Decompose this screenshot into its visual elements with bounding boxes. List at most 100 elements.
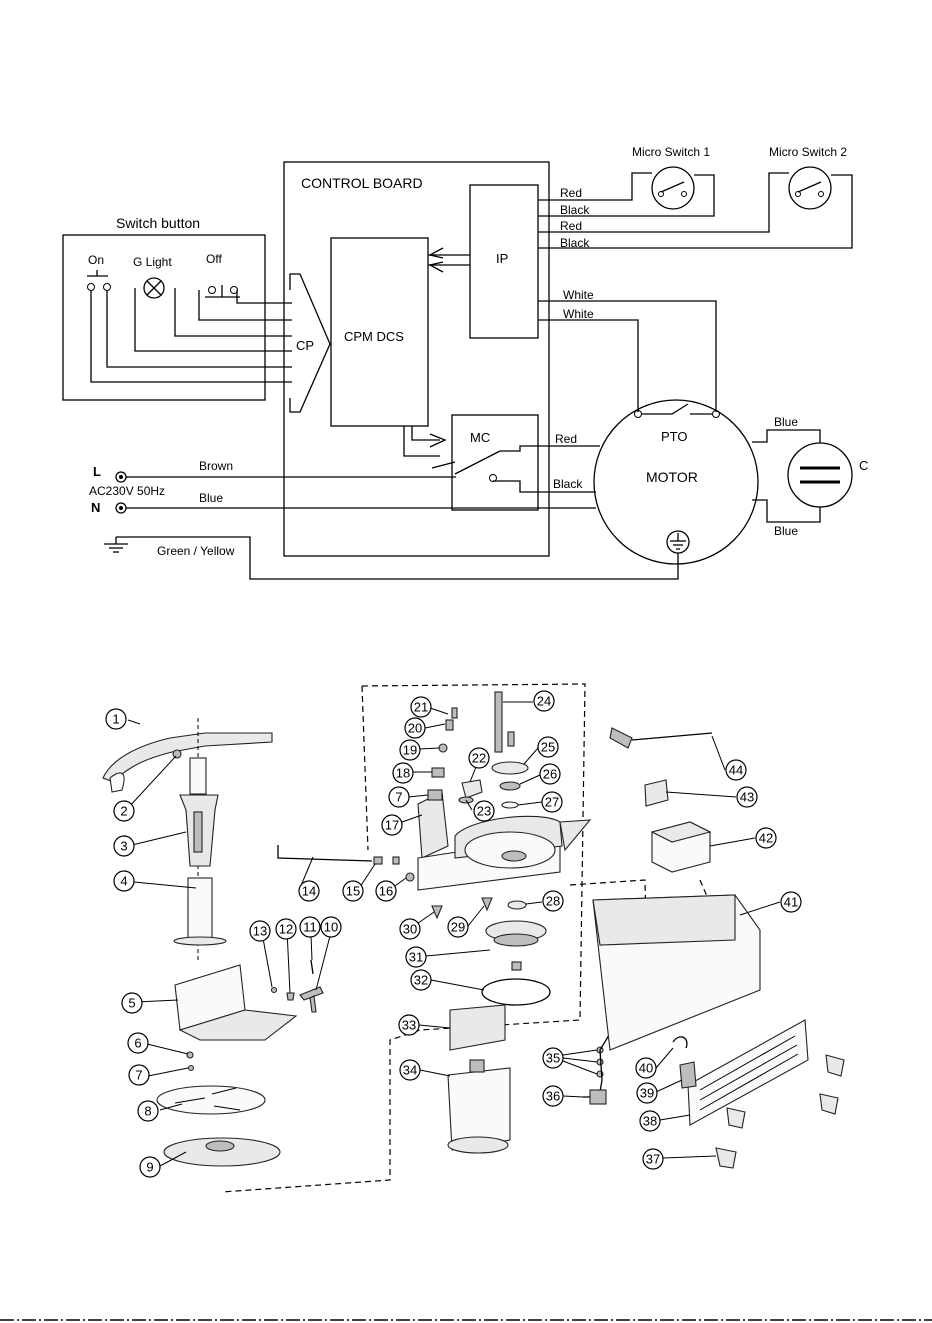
svg-text:5: 5 [128, 996, 135, 1011]
svg-text:10: 10 [324, 920, 338, 935]
svg-text:16: 16 [379, 884, 393, 899]
svg-text:4: 4 [120, 874, 127, 889]
supply-label: AC230V 50Hz [89, 484, 165, 498]
pto-label: PTO [661, 429, 688, 444]
belt-part [481, 978, 551, 1006]
svg-text:9: 9 [146, 1160, 153, 1175]
svg-text:14: 14 [302, 884, 316, 899]
callout-37: 37 [642, 1148, 664, 1170]
callout-27: 27 [541, 791, 563, 813]
callout-20: 20 [404, 717, 426, 739]
callout-14: 14 [298, 880, 320, 902]
ip-label: IP [496, 251, 508, 266]
supply-terminals [115, 471, 596, 514]
svg-text:28: 28 [546, 894, 560, 909]
micro-switch-1-icon [651, 166, 695, 210]
svg-text:30: 30 [403, 922, 417, 937]
callout-24: 24 [533, 690, 555, 712]
callout-30: 30 [399, 918, 421, 940]
callout-11: 11 [299, 916, 321, 938]
mc-contacts [403, 426, 501, 482]
wire-brown: Brown [199, 459, 233, 473]
callout-21: 21 [410, 696, 432, 718]
svg-text:20: 20 [408, 721, 422, 736]
svg-text:11: 11 [303, 920, 317, 935]
callout-38: 38 [639, 1110, 661, 1132]
capacitor-wires [752, 429, 821, 523]
lamp-icon [143, 277, 165, 299]
callout-5: 5 [121, 992, 143, 1014]
live-label: L [93, 464, 101, 479]
screw-part [445, 719, 454, 731]
vent-grille-part [687, 1019, 809, 1126]
callout-42: 42 [755, 827, 777, 849]
svg-text:31: 31 [409, 950, 423, 965]
svg-text:42: 42 [759, 831, 773, 846]
wire-black-ms1: Black [560, 203, 590, 217]
bearing-part [499, 781, 521, 791]
wire-blue-cap-bottom: Blue [774, 524, 798, 538]
clip-part [672, 1036, 688, 1049]
svg-text:37: 37 [646, 1152, 660, 1167]
flange-part [491, 761, 529, 775]
svg-text:41: 41 [784, 895, 798, 910]
washer-part [501, 801, 519, 809]
callout-9: 9 [139, 1156, 161, 1178]
callout-1: 1 [105, 708, 127, 730]
svg-text:32: 32 [414, 973, 428, 988]
wire-ground: Green / Yellow [157, 544, 235, 558]
svg-text:21: 21 [414, 700, 428, 715]
fuse-holder-part [679, 1061, 697, 1089]
hex-key-part [277, 845, 373, 862]
on-label: On [88, 253, 104, 267]
nut-part [172, 749, 182, 759]
wire-blue-supply: Blue [199, 491, 223, 505]
electronics-box-part [650, 821, 712, 873]
callout-40: 40 [635, 1057, 657, 1079]
neutral-label: N [91, 500, 100, 515]
leader-lines [127, 701, 781, 1167]
svg-text:22: 22 [472, 751, 486, 766]
motor-wires [493, 445, 600, 493]
mc-label: MC [470, 430, 490, 445]
bolt-part [373, 856, 383, 865]
switch-button-label: Switch button [116, 215, 200, 231]
svg-text:12: 12 [279, 922, 293, 937]
cpm-dcs-label: CPM DCS [344, 329, 404, 344]
cp-label: CP [296, 338, 314, 353]
svg-text:44: 44 [729, 763, 743, 778]
callout-10: 10 [320, 916, 342, 938]
nut-part [507, 900, 527, 910]
svg-text:17: 17 [385, 818, 399, 833]
motor-mount-part [449, 1004, 506, 1051]
svg-text:43: 43 [740, 790, 754, 805]
callout-8: 8 [137, 1100, 159, 1122]
svg-text:8: 8 [144, 1104, 151, 1119]
support-part [431, 767, 445, 778]
svg-text:35: 35 [546, 1051, 560, 1066]
cp-connector [289, 273, 331, 413]
assembly-boundary [221, 683, 586, 1193]
svg-text:7: 7 [395, 790, 402, 805]
micro-switch-2-icon [788, 166, 832, 210]
svg-text:34: 34 [403, 1063, 417, 1078]
callout-28: 28 [542, 890, 564, 912]
callout-25: 25 [537, 736, 559, 758]
pto-switch-icon [634, 403, 720, 418]
svg-text:40: 40 [639, 1061, 653, 1076]
wire-red-ms1: Red [560, 186, 582, 200]
callout-16: 16 [375, 880, 397, 902]
svg-text:29: 29 [451, 920, 465, 935]
callout-29: 29 [447, 916, 469, 938]
wire-red-ms2: Red [560, 219, 582, 233]
callout-32: 32 [410, 969, 432, 991]
nut-part [186, 1051, 194, 1059]
micro-switch-2-label: Micro Switch 2 [769, 145, 847, 159]
wire-white-2: White [563, 307, 594, 321]
screw-part [286, 992, 295, 1001]
foot-part [715, 1054, 845, 1169]
off-label: Off [206, 252, 222, 266]
capacitor-circle [787, 442, 853, 508]
svg-text:7: 7 [135, 1068, 142, 1083]
latch-part [299, 986, 324, 1013]
